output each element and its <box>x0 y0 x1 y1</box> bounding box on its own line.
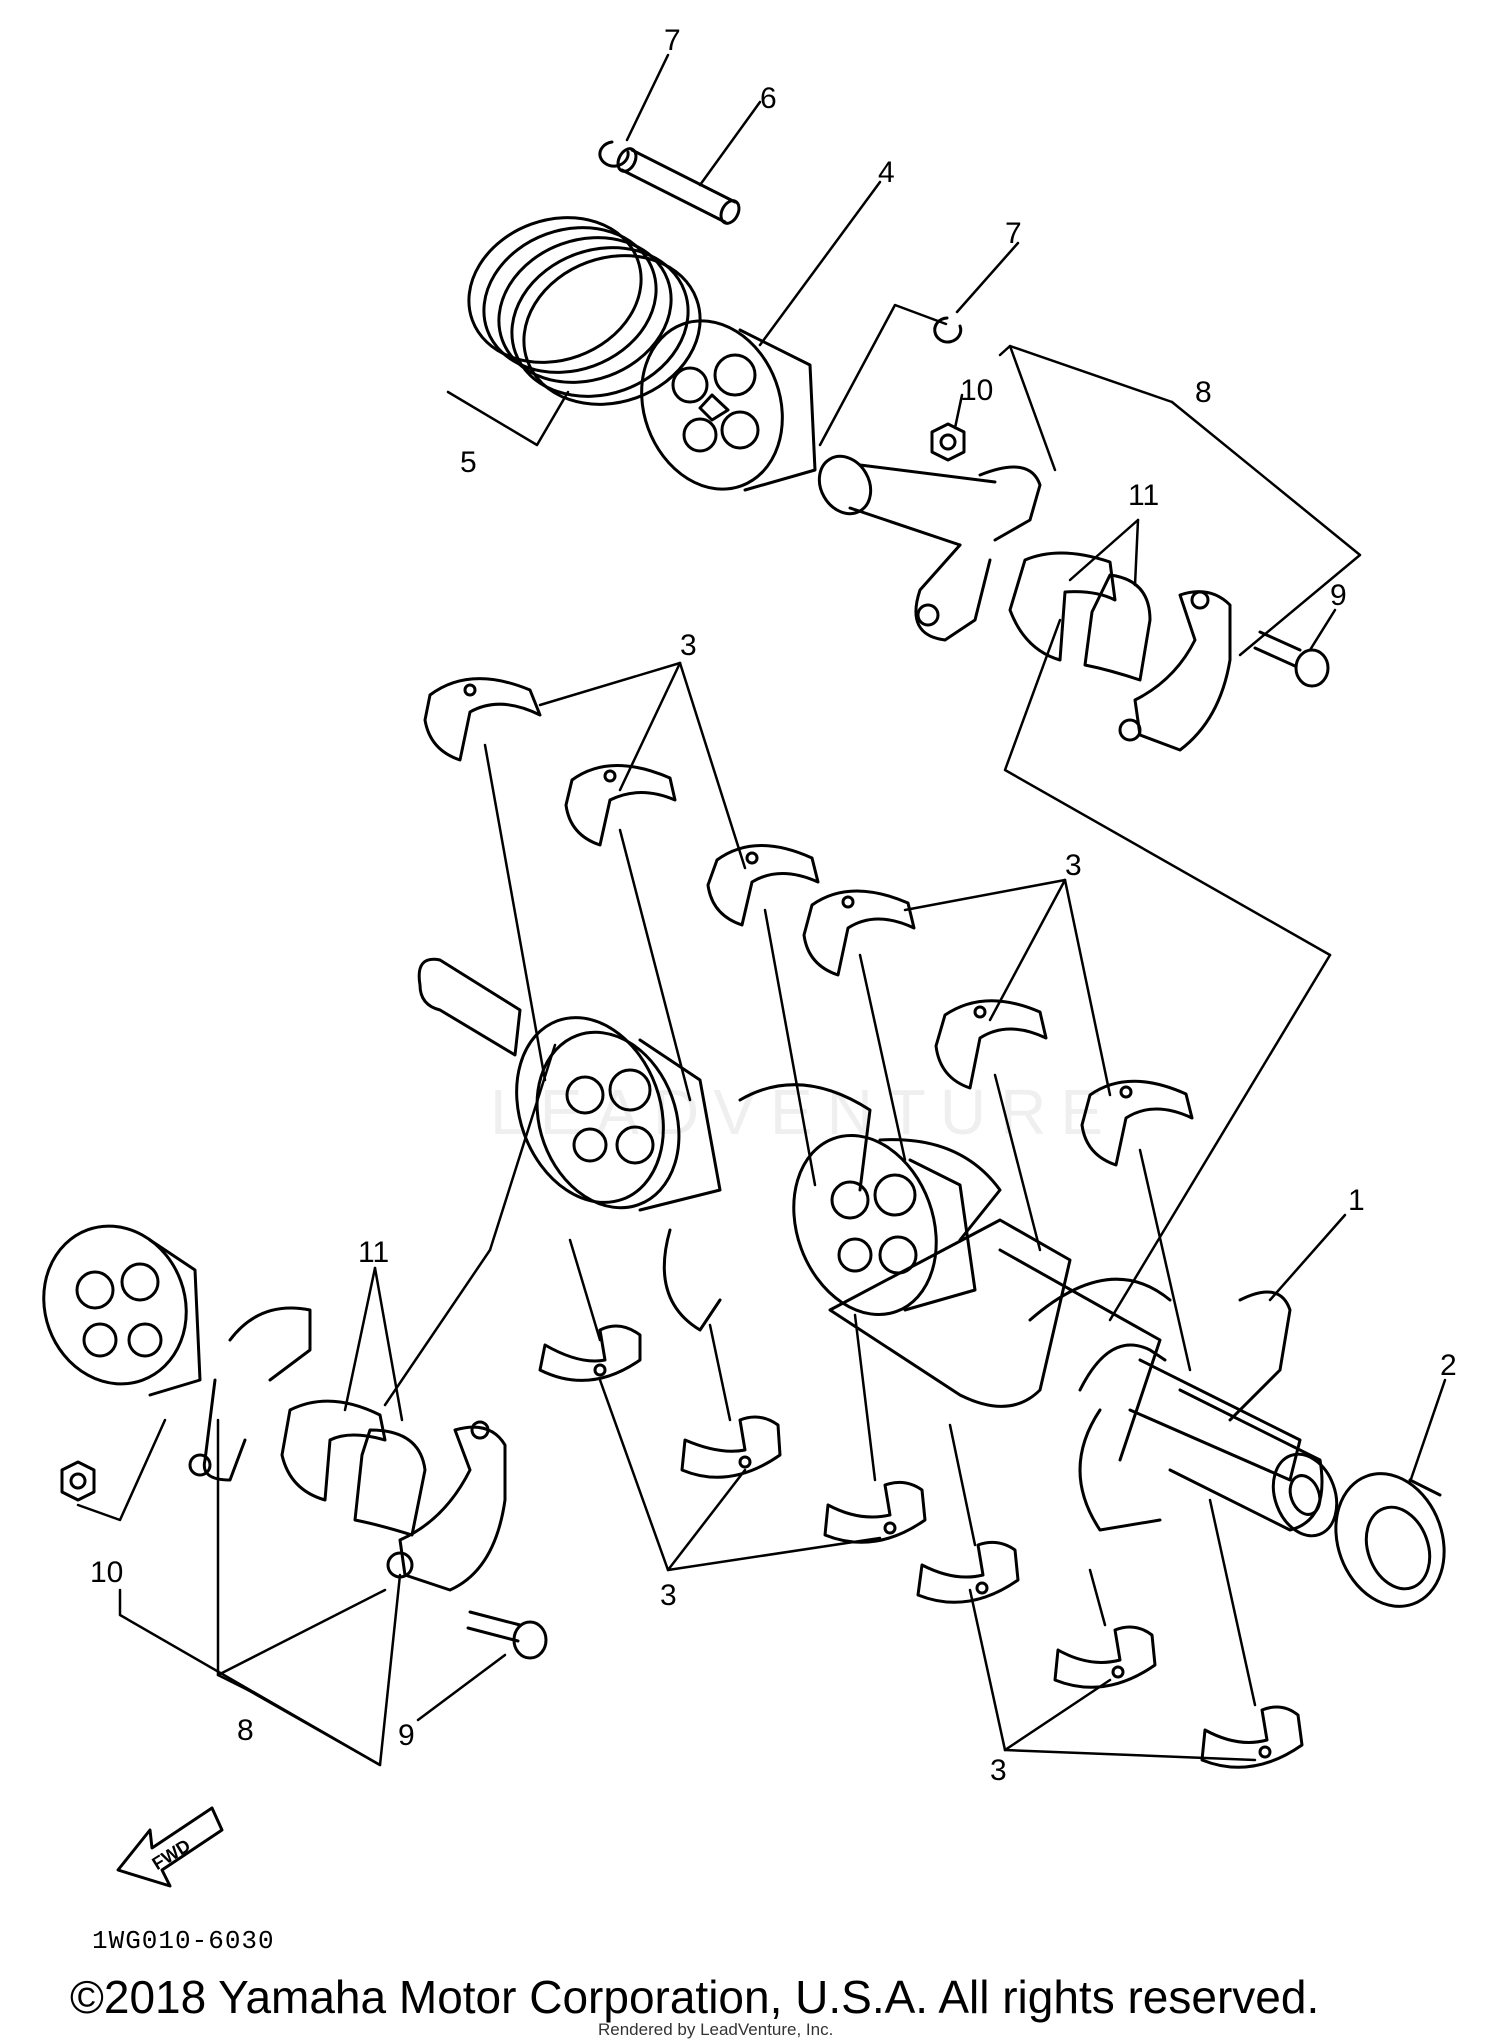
part-code: 1WG010-6030 <box>92 1926 275 1956</box>
nut-lower[interactable] <box>60 1460 96 1502</box>
callout-11-top: 11 <box>1128 479 1159 512</box>
crankshaft[interactable] <box>417 957 1347 1544</box>
callout-3-lower-right: 3 <box>990 1754 1007 1787</box>
piston-pin[interactable] <box>614 146 742 227</box>
main-bearing-lower-1[interactable] <box>538 1324 642 1382</box>
main-bearing-upper-5[interactable] <box>934 999 1048 1090</box>
callout-10-top: 10 <box>960 374 993 407</box>
rendered-by-credit: Rendered by LeadVenture, Inc. <box>598 2020 834 2039</box>
callout-3-upper-left: 3 <box>680 629 697 662</box>
callout-6: 6 <box>760 82 777 115</box>
rod-cap-lower[interactable] <box>386 1420 507 1592</box>
callout-10-lower: 10 <box>90 1556 123 1589</box>
main-bearing-lower-5[interactable] <box>1053 1625 1157 1689</box>
piston-top[interactable] <box>619 301 817 509</box>
leader-lines <box>76 53 1447 1767</box>
copyright-notice: ©2018 Yamaha Motor Corporation, U.S.A. A… <box>70 1971 1320 2023</box>
callout-9-lower: 9 <box>398 1719 415 1752</box>
callout-4: 4 <box>878 156 895 189</box>
forward-arrow: FWD <box>116 1806 224 1888</box>
callout-8-lower: 8 <box>237 1714 254 1747</box>
piston-lower-left[interactable] <box>22 1206 208 1404</box>
callout-labels: 7 6 4 7 5 10 8 11 9 3 3 1 2 11 10 3 8 9 … <box>90 24 1457 1787</box>
big-end-bearing-top[interactable] <box>1008 551 1152 682</box>
piston-rings[interactable] <box>448 194 721 428</box>
main-bearing-lower-3[interactable] <box>823 1480 927 1544</box>
bolt-lower[interactable] <box>466 1610 548 1660</box>
callout-8-top: 8 <box>1195 376 1212 409</box>
main-bearing-lower-2[interactable] <box>680 1415 782 1479</box>
big-end-bearing-lower[interactable] <box>280 1399 427 1537</box>
bolt-top[interactable] <box>1253 630 1330 688</box>
callout-5: 5 <box>460 446 477 479</box>
oil-seal[interactable] <box>1318 1458 1462 1621</box>
nut-top[interactable] <box>930 422 966 462</box>
main-bearing-upper-4[interactable] <box>802 889 916 977</box>
callout-9-top: 9 <box>1330 579 1347 612</box>
callout-11-lower: 11 <box>358 1236 389 1269</box>
callout-2: 2 <box>1440 1349 1457 1382</box>
callout-1: 1 <box>1348 1184 1365 1217</box>
main-bearing-lower-4[interactable] <box>916 1540 1020 1604</box>
rod-cap-top[interactable] <box>1118 590 1232 752</box>
main-bearing-upper-2[interactable] <box>564 764 677 847</box>
clip-top[interactable] <box>598 140 630 168</box>
main-bearing-upper-6[interactable] <box>1080 1079 1194 1167</box>
connecting-rod-lower[interactable] <box>188 1306 312 1482</box>
main-bearing-upper-1[interactable] <box>423 677 542 762</box>
main-bearing-upper-3[interactable] <box>706 844 820 927</box>
callout-3-upper-right: 3 <box>1065 849 1082 882</box>
callout-7-second: 7 <box>1005 217 1022 250</box>
forward-arrow-label: FWD <box>149 1835 194 1874</box>
callout-7-top: 7 <box>664 24 681 57</box>
callout-3-lower-mid: 3 <box>660 1579 677 1612</box>
main-bearing-lower-6[interactable] <box>1200 1705 1304 1769</box>
connecting-rod-top[interactable] <box>809 447 1042 642</box>
